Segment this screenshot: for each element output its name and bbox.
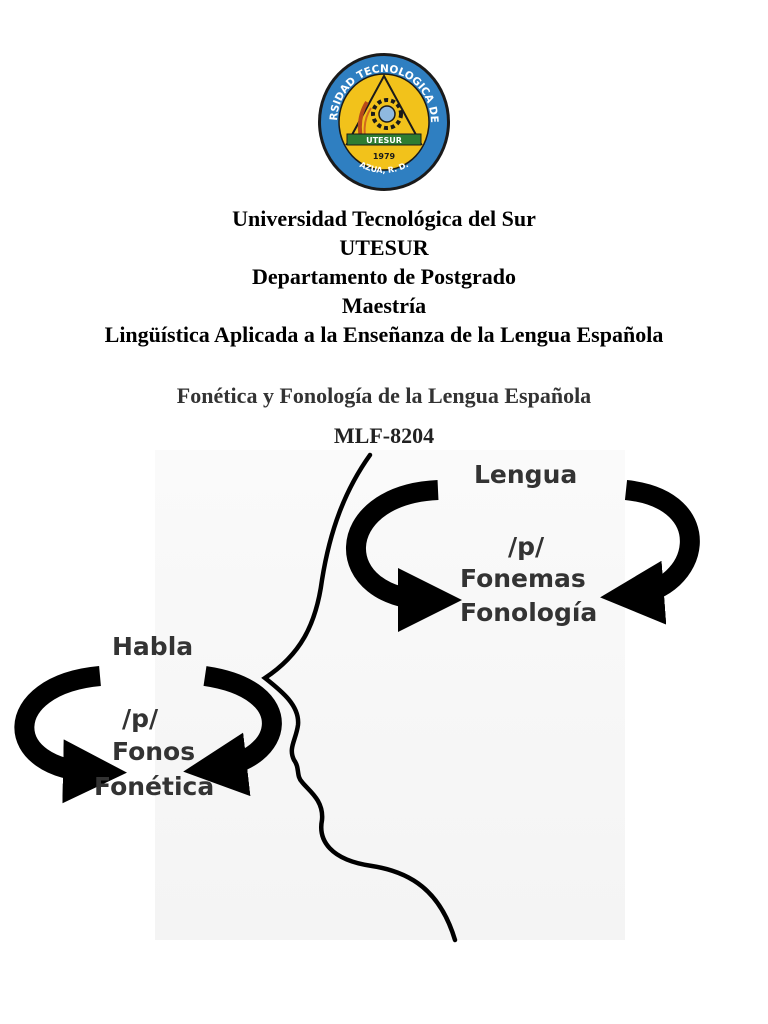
diagram-graphics [14, 450, 700, 943]
habla-title: Habla [112, 632, 194, 661]
lengua-symbol: /p/ [508, 532, 545, 561]
lengua-discipline: Fonología [460, 598, 598, 627]
course-title: Fonética y Fonología de la Lengua Españo… [176, 383, 592, 408]
university-seal-logo: UNIVERSIDAD TECNOLOGICA DEL SUR UTESUR 1… [317, 52, 450, 191]
phonetics-diagram: Lengua /p/ Fonemas Fonología Habla /p/ F… [0, 450, 768, 950]
course-code: MLF-8204 [333, 423, 435, 448]
seal-year: 1979 [373, 152, 396, 161]
seal-band-text: UTESUR [366, 136, 402, 145]
title-block: Universidad Tecnológica del Sur UTESUR D… [0, 204, 768, 349]
lengua-unit: Fonemas [460, 564, 586, 593]
habla-left-arrow [14, 666, 127, 804]
department-name: Departamento de Postgrado [252, 264, 516, 289]
habla-discipline: Fonética [94, 772, 215, 801]
habla-symbol: /p/ [122, 704, 159, 733]
lengua-right-arrow [600, 480, 700, 625]
head-profile-line [261, 452, 458, 943]
program-name: Maestría [341, 293, 427, 318]
lengua-title: Lengua [474, 460, 578, 489]
habla-unit: Fonos [112, 737, 196, 766]
university-name: Universidad Tecnológica del Sur [232, 206, 536, 231]
specialty-name: Lingüística Aplicada a la Enseñanza de l… [104, 322, 664, 347]
lengua-left-arrow [346, 480, 462, 632]
university-acronym: UTESUR [339, 235, 429, 260]
habla-right-arrow [183, 666, 282, 797]
